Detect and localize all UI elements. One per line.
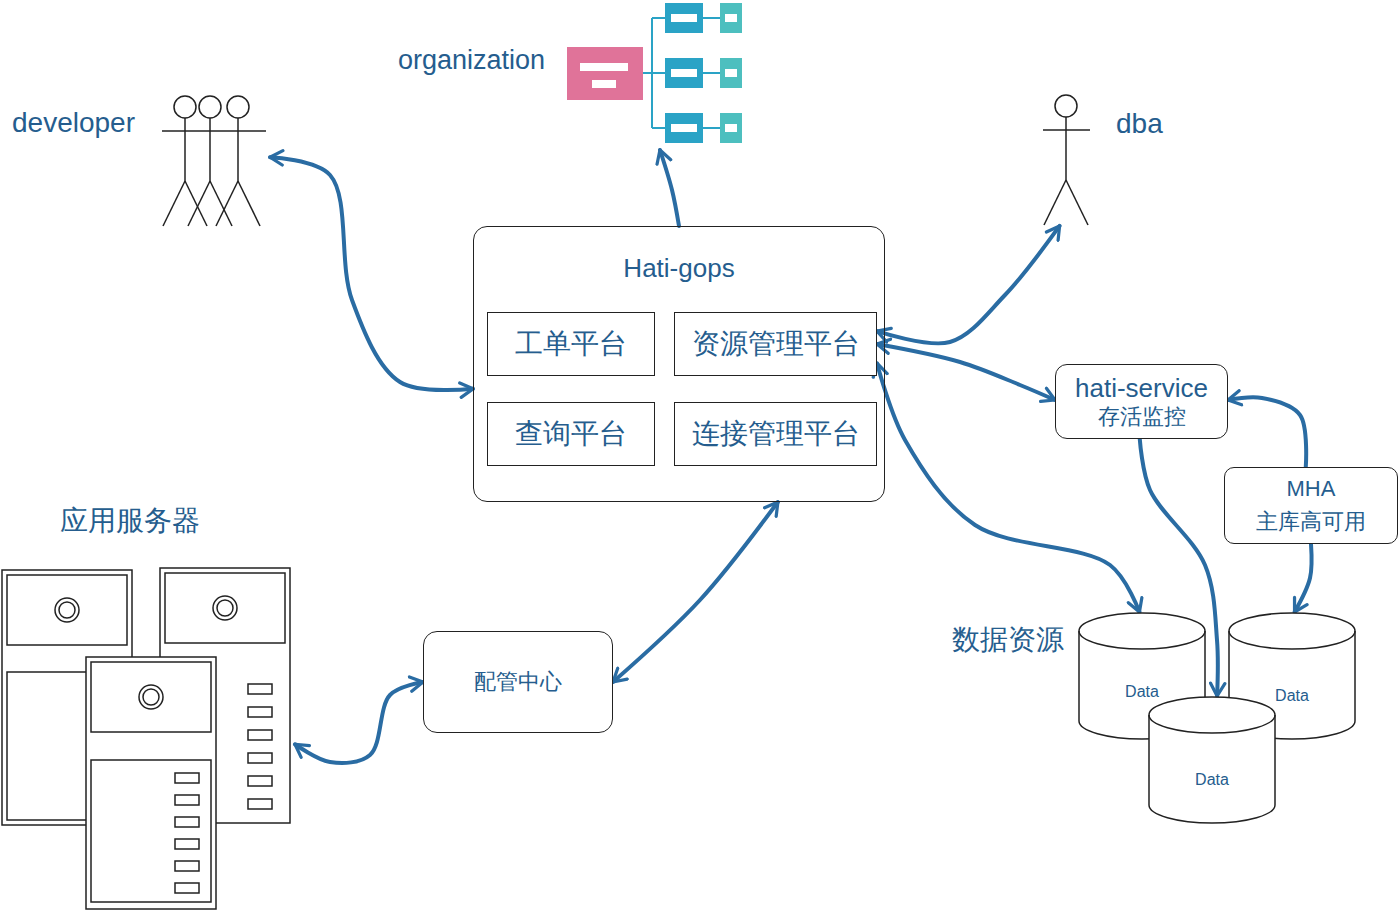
service-box: MHA 主库高可用 <box>1224 467 1398 544</box>
database-cylinder: Data <box>1148 696 1276 824</box>
node-title: Hati-gops <box>474 253 884 284</box>
node-title: developer <box>12 106 135 140</box>
node-title: 工单平台 <box>515 327 627 361</box>
system-box: Hati-gops 工单平台 资源管理平台查询平台 连接管理平台 <box>473 226 885 502</box>
connector-arrow <box>1228 397 1306 467</box>
config-center-box: 配管中心 <box>423 631 613 733</box>
node-subtitle: 存活监控 <box>1098 404 1186 430</box>
org-tree-icon <box>567 3 742 143</box>
node-title: 资源管理平台 <box>692 327 860 361</box>
dba-figure <box>1043 95 1090 225</box>
connector-arrow <box>660 150 679 226</box>
node-title: MHA <box>1287 476 1336 502</box>
connector-arrow <box>613 502 778 682</box>
server-towers <box>2 500 1400 909</box>
node-title: 应用服务器 <box>60 504 200 538</box>
node-title: organization <box>398 44 545 76</box>
module-box: 工单平台 <box>487 312 655 376</box>
developer-figures <box>162 96 266 226</box>
developer-actor: developer <box>10 90 270 230</box>
server-group: 应用服务器 <box>0 500 295 914</box>
node-illustration <box>0 500 295 914</box>
cylinder-shape <box>1149 697 1275 823</box>
connector-arrow <box>877 226 1060 343</box>
node-title: 连接管理平台 <box>692 417 860 451</box>
node-title: 查询平台 <box>515 417 627 451</box>
dba-actor: dba <box>1040 95 1180 230</box>
node-title: hati-service <box>1075 373 1208 404</box>
connector-arrow <box>270 157 473 390</box>
node-subtitle: 主库高可用 <box>1256 509 1366 535</box>
connector-arrow <box>1295 544 1312 612</box>
module-box: 连接管理平台 <box>674 402 877 466</box>
node-title: 配管中心 <box>474 669 562 695</box>
service-box: hati-service存活监控 <box>1055 364 1228 439</box>
module-box: 查询平台 <box>487 402 655 466</box>
organization-chart: organization <box>395 0 745 150</box>
node-title: dba <box>1116 107 1163 141</box>
group-label: 数据资源 <box>952 623 1064 657</box>
connector-arrow <box>877 344 1055 400</box>
node-title: Data <box>1148 770 1276 789</box>
module-box: 资源管理平台 <box>674 312 877 376</box>
node-illustration <box>1148 696 1276 824</box>
connector-arrow <box>295 682 423 763</box>
